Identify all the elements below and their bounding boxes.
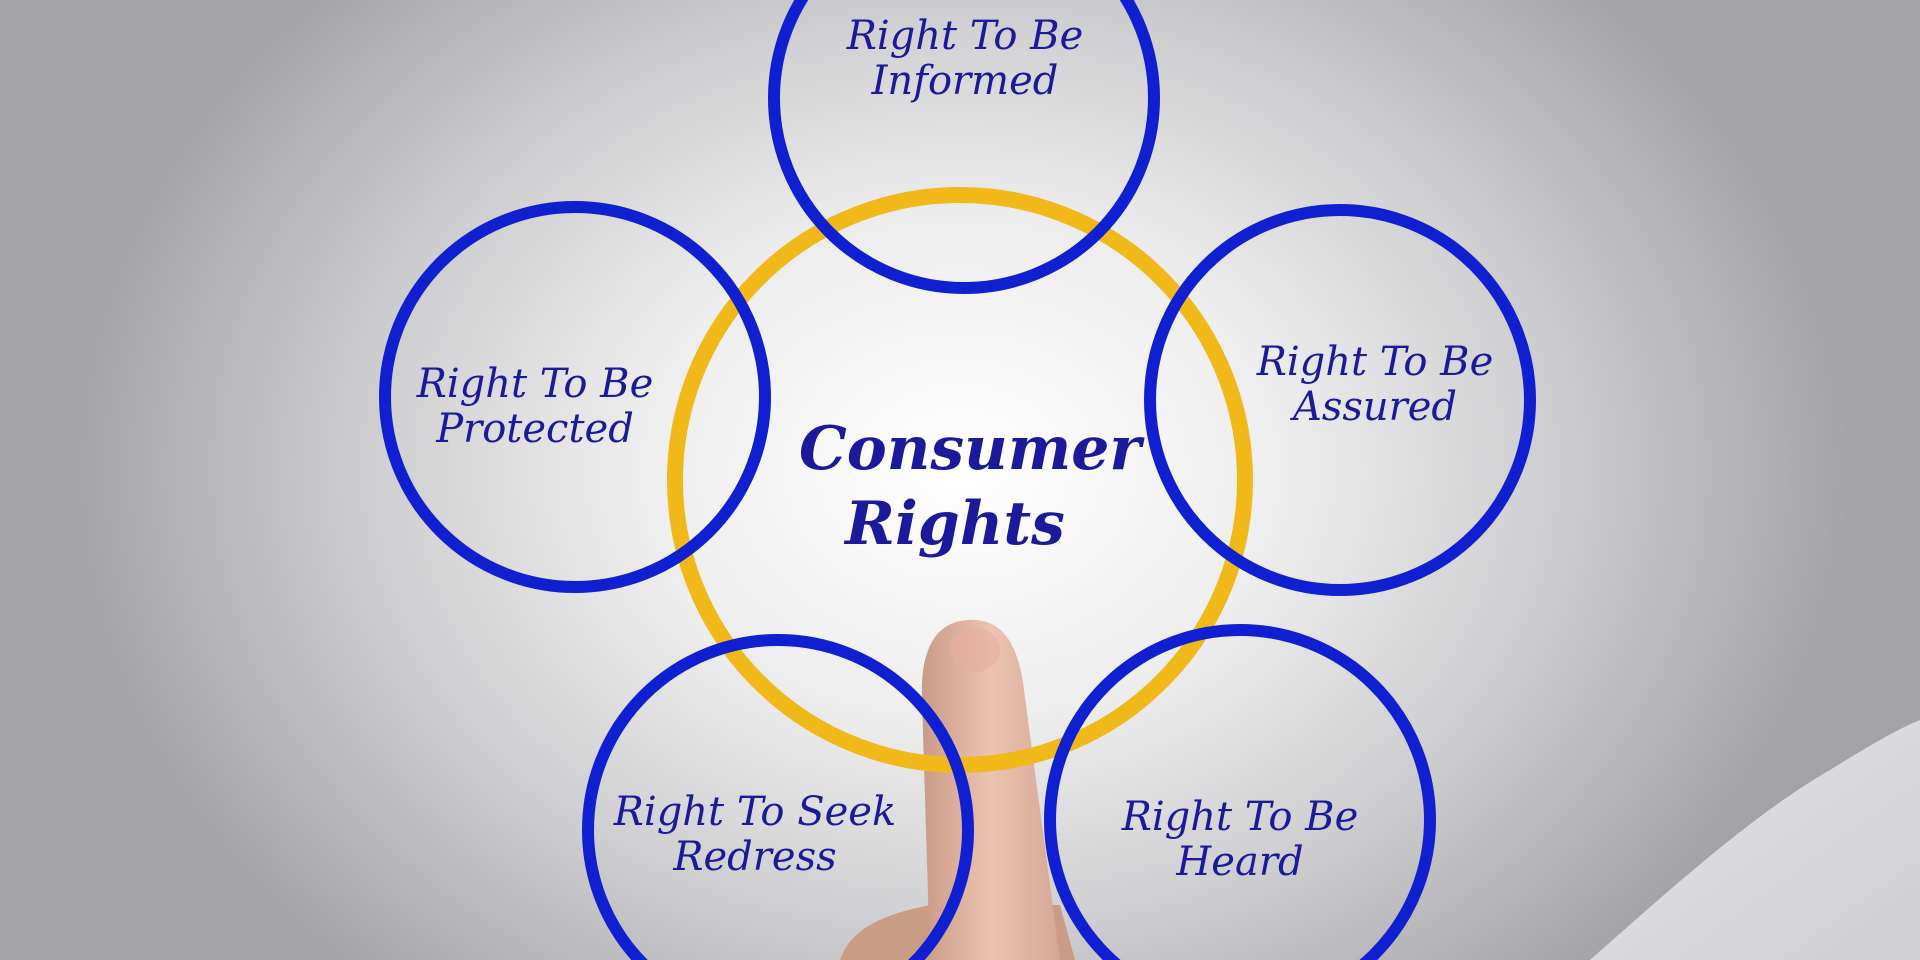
node-redress: Right To Seek Redress bbox=[613, 789, 897, 880]
circle-assured bbox=[1144, 204, 1536, 596]
node-heard: Right To Be Heard bbox=[1121, 794, 1359, 885]
circle-informed bbox=[768, 0, 1160, 294]
node-informed: Right To Be Informed bbox=[846, 13, 1084, 104]
thumb-image bbox=[840, 619, 1075, 960]
node-protected: Right To Be Protected bbox=[416, 361, 654, 452]
circle-heard bbox=[1044, 624, 1436, 960]
circle-protected bbox=[379, 201, 771, 593]
node-assured: Right To Be Assured bbox=[1256, 339, 1494, 430]
circle-redress bbox=[582, 634, 974, 960]
sleeve-shape bbox=[1590, 720, 1920, 960]
diagram-title: Consumer Rights bbox=[798, 414, 1142, 559]
